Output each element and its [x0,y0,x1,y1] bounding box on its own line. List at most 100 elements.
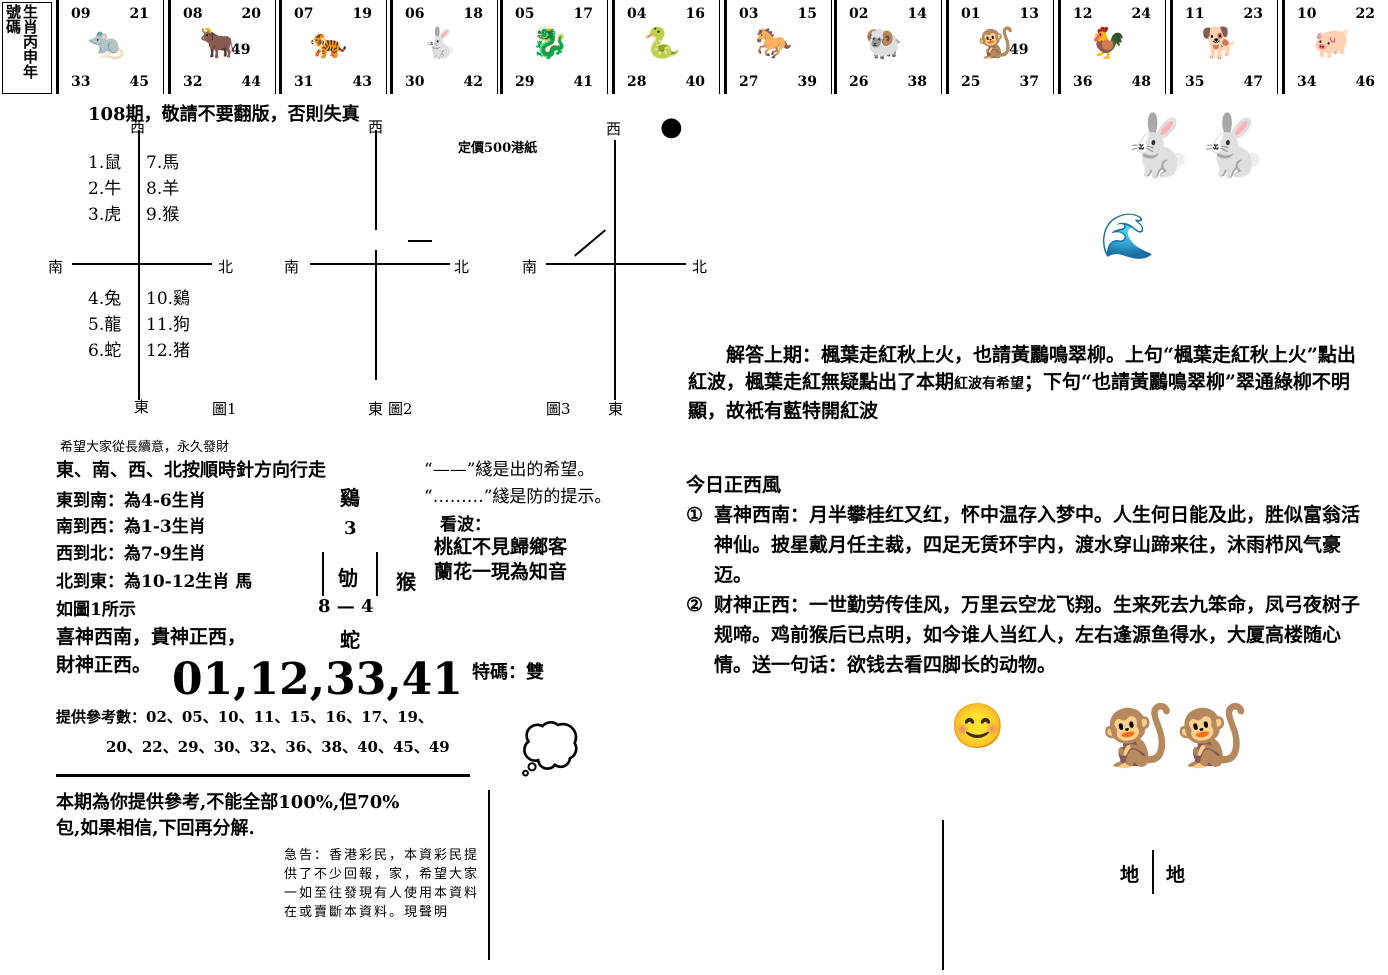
zodiac-number: 18 [463,6,483,22]
god-paragraph-2: ② 财神正西：一世勤劳传佳风，万里云空龙飞翔。生来死去九笨命，凤弓夜树子规啼。鸡… [686,590,1366,680]
reference-numbers-1: 提供參考數：02、05、10、11、15、16、17、19、 [56,708,433,726]
tiger-icon: 🐅 [310,26,348,61]
kanbo-line-1: 桃紅不見歸鄉客 [434,536,568,558]
monkey-cartoon-icon: 🐒🐒 [1100,701,1250,771]
number-three: 3 [344,518,357,539]
zodiac-number: 06 [405,6,425,22]
fig1-east: 東 [134,398,150,416]
wind-direction: 今日正西風 [686,474,782,496]
zodiac-number: 30 [405,74,425,90]
gods-line-1: 喜神西南，貴神正西， [56,626,247,648]
zodiac-number: 47 [1243,74,1263,90]
boxed-char: 劬 [338,566,358,590]
zodiac-number: 35 [1185,74,1205,90]
emblem-icon: ● [660,112,683,142]
zodiac-number: 07 [294,6,314,22]
di-char-1: 地 [1120,864,1140,886]
zodiac-number: 37 [1019,74,1039,90]
zodiac-number: 09 [71,6,91,22]
cartoon-face-icon: 😊 [950,701,1005,752]
zodiac-number: 23 [1243,6,1263,22]
fig3-label: 圖3 [546,400,571,418]
wish-text: 希望大家從長續意，永久發財 [60,440,230,455]
kanbo-line-2: 蘭花一現為知音 [434,561,568,583]
dreaming-creature-icon: 💭 [520,721,580,777]
zodiac-number: 39 [797,74,817,90]
zodiac-number: 16 [685,6,705,22]
kanbo-label: 看波： [440,515,491,535]
east-to-south: 東到南：為4-6生肖 [56,491,206,511]
snake-char: 蛇 [340,628,360,652]
ox-icon: 🐂 [199,26,237,61]
rabbit-icon: 🐇 [421,26,459,61]
swimming-rabbit-icon: 🌊 [1100,211,1155,262]
zodiac-number: 43 [352,74,372,90]
zodiac-number: 42 [463,74,483,90]
circle-number-1: ① [686,504,704,526]
dog-icon: 🐕 [1201,26,1239,61]
fig1-north: 北 [218,258,234,276]
fig3-north: 北 [692,258,708,276]
snake-icon: 🐍 [643,26,681,61]
fig3-south: 南 [522,258,538,276]
zodiac-number: 45 [129,74,149,90]
zodiac-number: 21 [129,6,149,22]
zodiac-number: 19 [352,6,372,22]
closing-line-1: 本期為你提供參考,不能全部100%,但70% [56,792,400,813]
zodiac-number: 34 [1297,74,1317,90]
copyright-warning: 108期，敬請不要翻版，否則失真 [88,104,360,125]
strip-side-label: 生肖丙申年號碼 [2,2,52,94]
zodiac-number: 33 [71,74,91,90]
zodiac-number: 22 [1355,6,1375,22]
rooster-icon: 🐓 [1089,26,1127,61]
zodiac-number: 49 [1009,42,1029,58]
di-frame: 地 [1116,850,1154,894]
right-divider [942,820,944,970]
zodiac-number: 28 [627,74,647,90]
monkey-icon: 🐒 [977,26,1015,61]
fig1-label: 圖1 [212,400,237,418]
goat-icon: 🐏 [865,26,903,61]
zodiac-number: 44 [241,74,261,90]
legend-solid: “——”綫是出的希望。 [424,460,595,480]
north-to-east: 北到東：為10-12生肖 馬 [56,572,253,592]
fig3-east: 東 [608,400,624,418]
monkey-char: 猴 [396,570,416,594]
zodiac-number: 12 [1073,6,1093,22]
fig1-south: 南 [48,258,64,276]
zodiac-number: 32 [183,74,203,90]
zodiac-number: 02 [849,6,869,22]
zodiac-number: 46 [1355,74,1375,90]
zodiac-cell: 06 18 30 42🐇 [390,0,498,94]
reference-numbers-2: 20、22、29、30、32、36、38、40、45、49 [106,738,450,756]
last-answer: 解答上期：楓葉走紅秋上火，也請黃鸝鳴翠柳。上句“楓葉走紅秋上火”點出紅波，楓葉走… [688,344,1356,422]
dragon-icon: 🐉 [531,26,569,61]
main-numbers: 01,12,33,41 [172,654,463,705]
fig2-label: 圖2 [388,400,413,418]
zodiac-number: 29 [515,74,535,90]
direction-rule: 東、南、西、北按順時針方向行走 [56,460,326,481]
fig2-west: 西 [368,118,384,136]
zodiac-number: 05 [515,6,535,22]
divider [56,774,470,777]
boxed-char-frame: 劬 [322,552,378,596]
gods-line-2: 財神正西。 [56,654,152,676]
zodiac-number: 40 [685,74,705,90]
south-to-west: 南到西：為1-3生肖 [56,517,206,537]
horse-icon: 🐎 [755,26,793,61]
price-label: 定價500港紙 [458,141,538,156]
zodiac-number: 48 [1131,74,1151,90]
figure-reference: 如圖1所示 [56,600,136,620]
fig3-west: 西 [606,120,622,138]
zodiac-number: 31 [294,74,314,90]
fig1-west: 西 [130,118,146,136]
